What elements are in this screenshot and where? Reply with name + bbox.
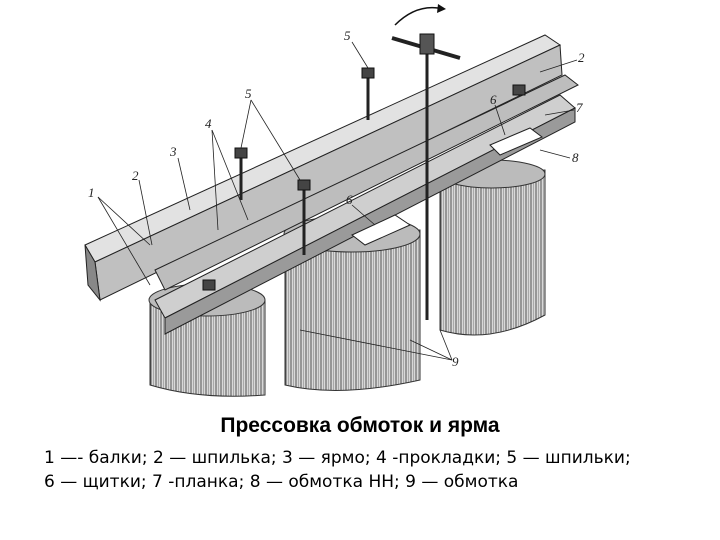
rotation-arrow-icon bbox=[394, 6, 439, 26]
label-6-right: 6 bbox=[490, 92, 497, 107]
label-9: 9 bbox=[452, 354, 459, 369]
press-handle bbox=[391, 4, 461, 60]
label-3: 3 bbox=[169, 144, 177, 159]
leader-lines bbox=[97, 41, 578, 361]
label-2-right: 2 bbox=[578, 50, 585, 65]
front-beam-end bbox=[84, 244, 101, 302]
label-1: 1 bbox=[88, 185, 95, 200]
shield-2 bbox=[489, 127, 543, 156]
legend-line-1: 1 —- балки; 2 — шпилька; 3 — ярмо; 4 -пр… bbox=[44, 448, 631, 468]
label-7: 7 bbox=[576, 100, 583, 115]
transformer-pressing-diagram: 1 2 3 4 5 5 2 6 6 7 8 9 bbox=[84, 4, 585, 397]
caption-title: Прессовка обмоток и ярма bbox=[220, 414, 500, 437]
label-4: 4 bbox=[205, 116, 212, 131]
studs bbox=[239, 45, 429, 320]
shield-1 bbox=[351, 214, 412, 246]
label-5-top: 5 bbox=[344, 28, 351, 43]
winding-right bbox=[439, 169, 546, 336]
label-8: 8 bbox=[572, 150, 579, 165]
winding-middle bbox=[284, 229, 421, 391]
label-6-middle: 6 bbox=[346, 192, 353, 207]
label-2-left: 2 bbox=[132, 168, 139, 183]
legend-line-2: 6 — щитки; 7 -планка; 8 — обмотка НН; 9 … bbox=[44, 472, 519, 492]
label-5-left: 5 bbox=[245, 86, 252, 101]
nuts bbox=[202, 67, 526, 291]
